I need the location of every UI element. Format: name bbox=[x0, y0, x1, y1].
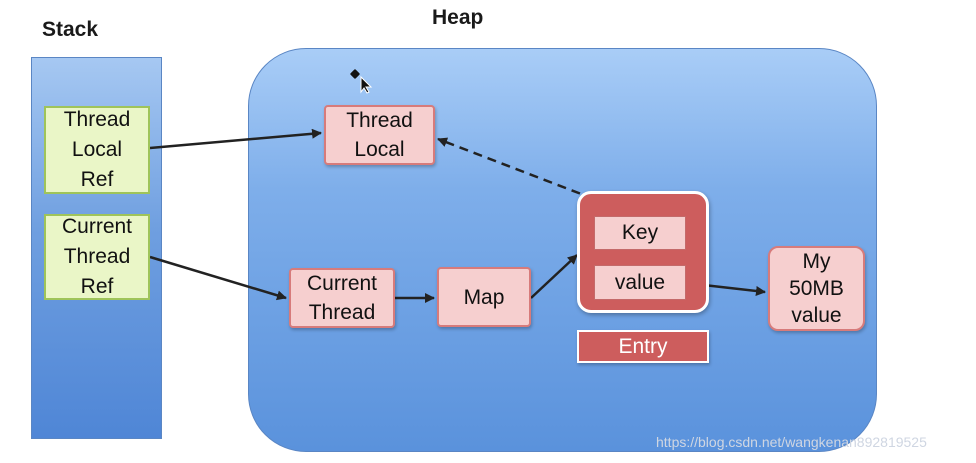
current-thread-ref-line-3: Ref bbox=[80, 275, 114, 298]
heap-thread-local-box: Thread Local bbox=[324, 105, 435, 165]
arrow-threadlocalref-to-threadlocal bbox=[149, 128, 322, 150]
arrow-currentthreadref-to-currentthread bbox=[149, 255, 287, 301]
entry-key-box: Key bbox=[594, 216, 686, 250]
heap-thread-local-line-1: Thread bbox=[346, 109, 413, 132]
my-50mb-value-line-3: value bbox=[791, 304, 842, 327]
thread-local-ref-line-2: Local bbox=[71, 138, 123, 161]
thread-local-ref-line-1: Thread bbox=[63, 108, 131, 131]
current-thread-ref-line-1: Current bbox=[61, 215, 133, 238]
entry-label: Entry bbox=[577, 330, 709, 363]
my-50mb-value-line-2: 50MB bbox=[789, 277, 844, 300]
current-thread-ref-line-2: Thread bbox=[63, 245, 131, 268]
heap-current-thread-line-1: Current bbox=[306, 272, 378, 295]
stack-title: Stack bbox=[42, 18, 99, 41]
current-thread-ref-box: Current Thread Ref bbox=[44, 214, 150, 300]
heap-current-thread-line-2: Thread bbox=[308, 301, 376, 324]
heap-map-box: Map bbox=[437, 267, 531, 327]
watermark: https://blog.csdn.net/wangkenan892819525 bbox=[656, 434, 927, 450]
entry-value-box: value bbox=[594, 265, 686, 300]
thread-local-ref-box: Thread Local Ref bbox=[44, 106, 150, 194]
my-50mb-value-box: My 50MB value bbox=[768, 246, 865, 331]
thread-local-ref-line-3: Ref bbox=[80, 168, 114, 191]
arrow-map-to-entry bbox=[530, 254, 578, 299]
heap-title: Heap bbox=[432, 6, 484, 29]
my-50mb-value-line-1: My bbox=[802, 250, 831, 273]
heap-current-thread-box: Current Thread bbox=[289, 268, 395, 328]
move-cursor-icon bbox=[350, 69, 373, 94]
heap-thread-local-line-2: Local bbox=[354, 138, 405, 161]
